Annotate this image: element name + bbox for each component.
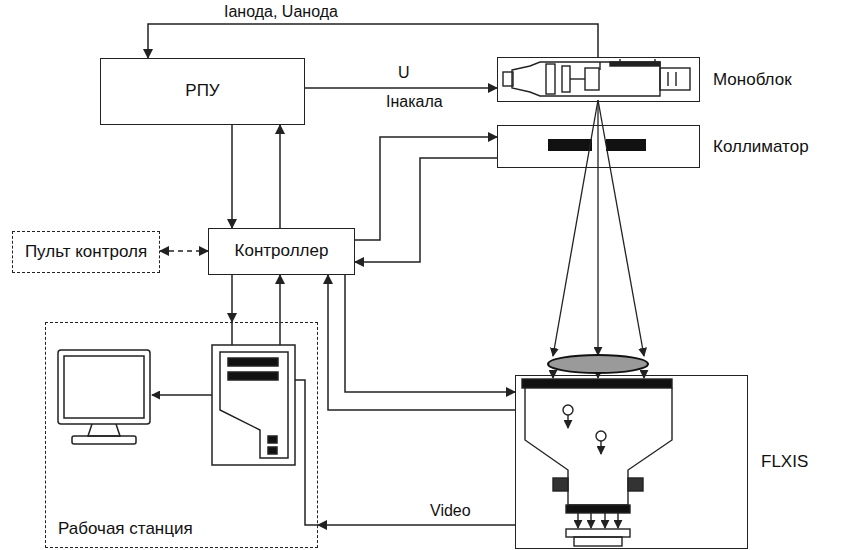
connector-arrow	[355, 158, 497, 262]
node-label: FLXIS	[761, 452, 808, 472]
workstation-region: Рабочая станция	[45, 322, 318, 548]
connector-arrow	[355, 137, 497, 240]
object-lens	[548, 355, 648, 373]
node-label: Коллиматор	[713, 136, 809, 156]
node-label: Пульт контроля	[25, 242, 147, 262]
node-label: РПУ	[185, 81, 219, 101]
connector-arrow	[305, 87, 497, 89]
connector-arrow	[318, 524, 515, 526]
node-label: Рабочая станция	[58, 519, 193, 539]
detector-box: FLXIS	[515, 375, 748, 549]
connector-arrow	[148, 24, 598, 58]
computer-tower	[212, 345, 295, 465]
controller-box: Контроллер	[208, 228, 355, 275]
node-label: Моноблок	[713, 69, 792, 89]
connector-arrow	[279, 275, 281, 322]
connector-arrow	[328, 275, 515, 410]
monitor-icon	[58, 350, 150, 444]
xray-tube	[503, 59, 690, 96]
signal-label: U	[396, 64, 412, 82]
node-label: Контроллер	[235, 241, 329, 261]
connector-arrow	[231, 275, 233, 322]
signal-label: Iанода, Uанода	[222, 3, 340, 21]
xray-beam	[553, 100, 644, 378]
collimator-box: Коллиматор	[497, 125, 700, 168]
control-unit-box: РПУ	[100, 58, 305, 125]
monoblock-box: Моноблок	[497, 57, 700, 102]
connector-arrow	[279, 125, 281, 228]
detector-body	[522, 379, 672, 546]
collimator-shutter	[606, 139, 646, 151]
signal-label: Video	[428, 502, 473, 520]
connector-arrow	[160, 250, 208, 252]
internal-wire	[152, 322, 318, 525]
collimator-shutter	[548, 139, 592, 151]
console-box: Пульт контроля	[12, 231, 160, 273]
connector-arrow	[345, 275, 515, 392]
connector-arrow	[231, 125, 233, 228]
signal-label: Iнакала	[384, 93, 445, 111]
